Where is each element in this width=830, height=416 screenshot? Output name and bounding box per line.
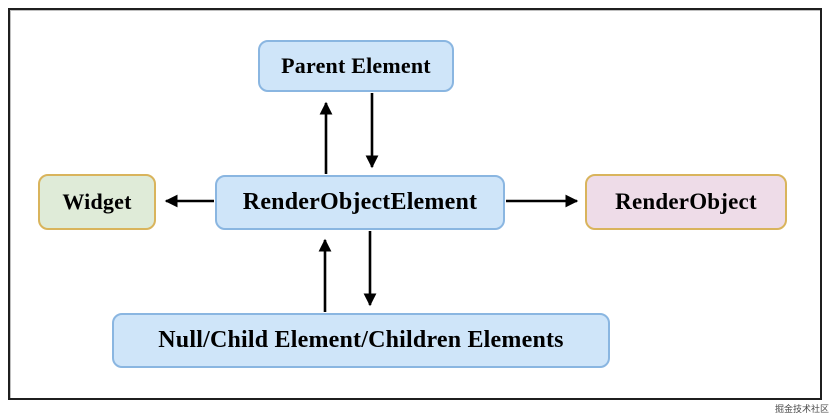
node-parent-element: Parent Element bbox=[258, 40, 454, 92]
node-children-elements-label: Null/Child Element/Children Elements bbox=[158, 327, 564, 353]
node-render-object-label: RenderObject bbox=[615, 189, 757, 214]
node-parent-element-label: Parent Element bbox=[281, 53, 431, 78]
node-render-object: RenderObject bbox=[585, 174, 787, 230]
node-widget: Widget bbox=[38, 174, 156, 230]
diagram-frame bbox=[8, 8, 822, 400]
node-render-object-element: RenderObjectElement bbox=[215, 175, 505, 230]
node-children-elements: Null/Child Element/Children Elements bbox=[112, 313, 610, 368]
node-widget-label: Widget bbox=[62, 189, 132, 214]
watermark: 掘金技术社区 bbox=[774, 405, 829, 415]
node-render-object-element-label: RenderObjectElement bbox=[242, 189, 478, 215]
